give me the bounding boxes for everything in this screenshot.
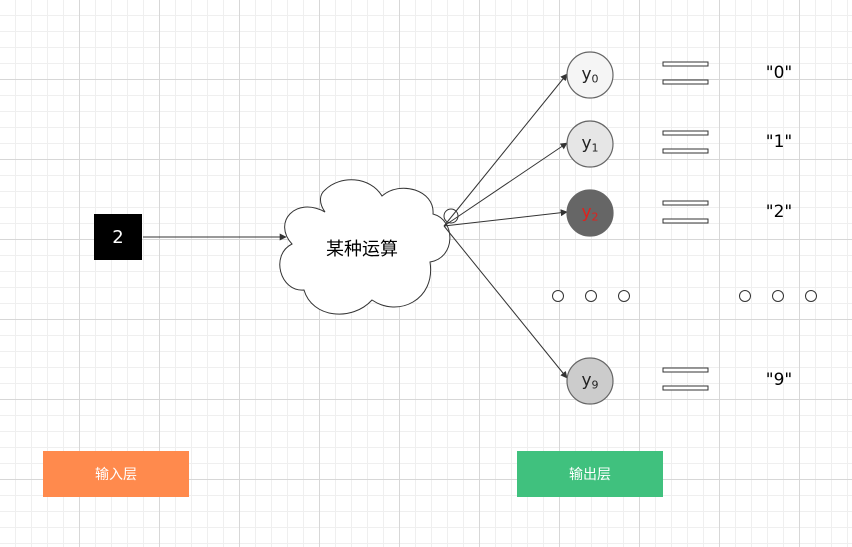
input-digit-label: 2 [112,226,124,248]
result-label-0: "0" [765,63,793,83]
output-node-y1 [566,120,614,168]
edge-cloud-to-y2 [443,209,568,227]
output-label-y9: y9 [581,370,599,392]
result-label-1: "1" [765,132,793,152]
output-node-y9 [566,357,614,405]
equals-sign-1 [662,130,709,154]
result-label-2: "2" [765,202,793,222]
cloud-label: 某种运算 [326,239,398,260]
ellipsis-dot [618,290,630,302]
ellipsis-dot [772,290,784,302]
input-layer-label: 输入层 [43,451,189,497]
output-label-y0: y0 [581,64,599,86]
output-node-y0 [566,51,614,99]
ellipsis-dot [585,290,597,302]
input-digit-box: 2 [94,214,142,260]
output-layer-label: 输出层 [517,451,663,497]
output-node-y2 [566,189,614,237]
equals-sign-9 [662,367,709,391]
equals-sign-2 [662,200,709,224]
ellipsis-nodes [552,290,630,302]
edge-cloud-to-y1 [443,142,568,227]
ellipsis-dot [805,290,817,302]
ellipsis-results [739,290,817,302]
edge-cloud-to-y0 [443,73,568,227]
edge-cloud-to-y9 [443,225,568,379]
result-label-9: "9" [765,370,793,390]
equals-sign-0 [662,61,709,85]
ellipsis-dot [739,290,751,302]
ellipsis-dot [552,290,564,302]
output-label-y1: y1 [581,133,599,155]
cloud-shape [279,179,451,315]
output-label-y2: y2 [581,202,599,224]
